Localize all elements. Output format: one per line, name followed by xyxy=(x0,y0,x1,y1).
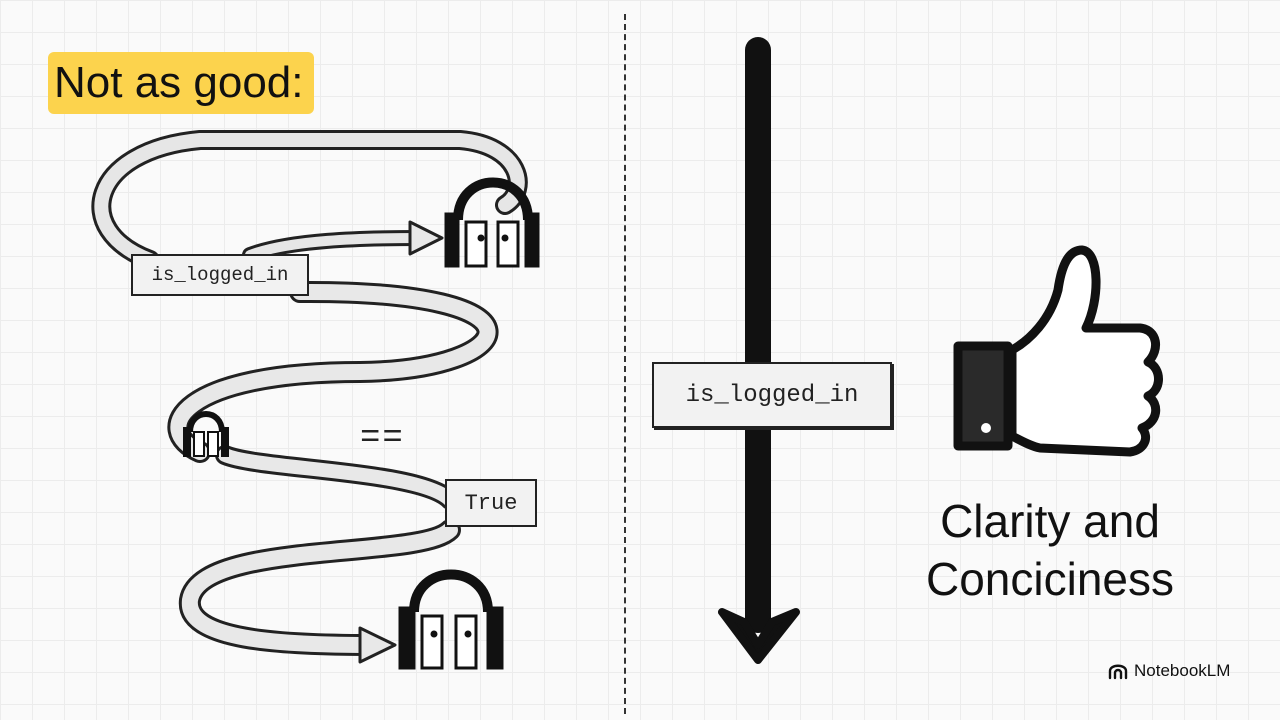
slide-title: Not as good: xyxy=(48,52,314,114)
true-value-label: True xyxy=(445,479,537,527)
thumbs-up-icon xyxy=(953,245,1163,457)
brand: NotebookLM xyxy=(1106,660,1230,682)
brand-name: NotebookLM xyxy=(1134,661,1231,680)
equality-operator-label: == xyxy=(360,420,405,458)
variable-label-right: is_logged_in xyxy=(652,362,892,428)
winding-path xyxy=(91,130,528,656)
variable-label-left: is_logged_in xyxy=(131,254,309,296)
arrow-icon xyxy=(358,220,444,664)
notebooklm-logo-icon xyxy=(1108,664,1128,680)
caption-line-2: Conciciness xyxy=(926,553,1174,605)
door-gate-icon xyxy=(444,177,540,268)
section-divider xyxy=(624,14,626,714)
down-arrow-icon xyxy=(718,37,800,664)
caption-line-1: Clarity and xyxy=(940,495,1160,547)
door-gate-icon xyxy=(183,411,229,457)
caption: Clarity and Conciciness xyxy=(900,492,1200,608)
door-gate-icon xyxy=(398,569,504,670)
